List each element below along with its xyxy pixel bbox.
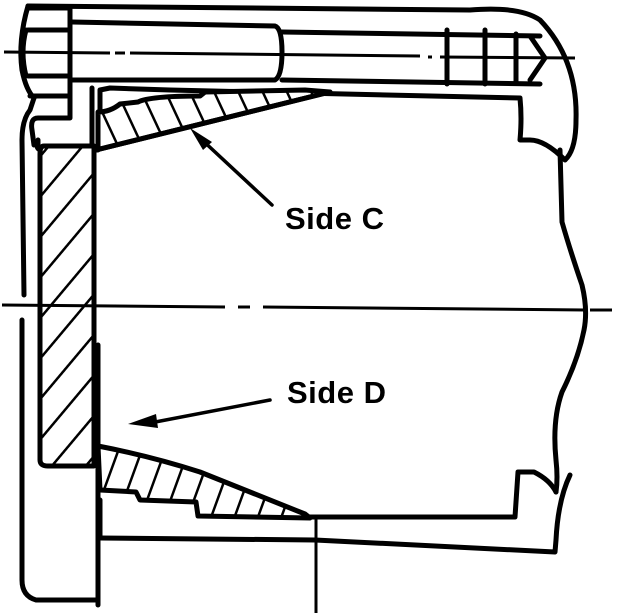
centerlines	[1, 50, 612, 613]
bolt-centerline	[3, 50, 576, 60]
break-line	[552, 147, 589, 495]
lower-tapered-seal	[95, 443, 313, 521]
label-side-d: Side D	[287, 375, 387, 410]
horizontal-centerline	[1, 303, 612, 312]
leader-arrow-side-d	[128, 398, 272, 428]
label-side-c: Side C	[285, 201, 385, 236]
upper-flange-clamp	[18, 3, 579, 163]
upper-taper-edge	[93, 89, 333, 153]
left-flange-plate	[19, 93, 101, 603]
leader-arrow-side-c	[190, 128, 274, 207]
